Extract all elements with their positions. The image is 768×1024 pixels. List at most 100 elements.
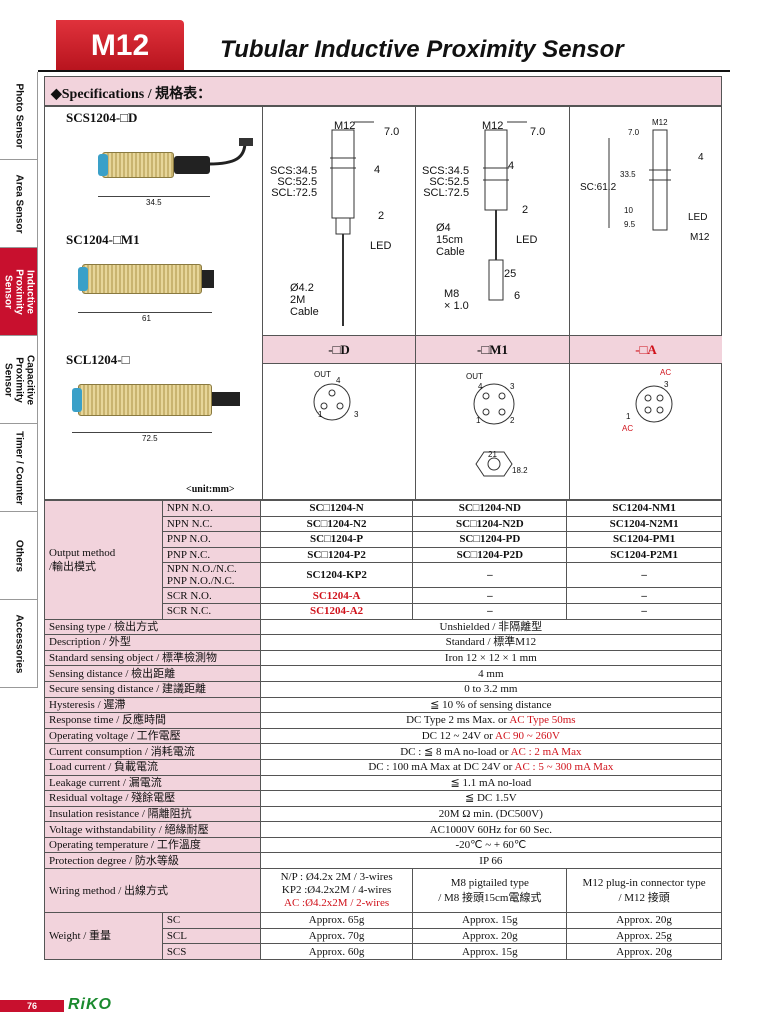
spec-value: ≦ 1.1 mA no-load bbox=[259, 774, 723, 792]
spec-value: DC : ≦ 8 mA no-load or AC : 2 mA Max bbox=[259, 743, 723, 760]
unit-label: <unit:mm> bbox=[186, 484, 235, 495]
hex-height-m1: 18.2 bbox=[512, 466, 528, 475]
table-row: NPN N.O./N.C. PNP N.O./N.C. SC1204-KP2 –… bbox=[45, 562, 722, 589]
pin-4-m1: 4 bbox=[478, 382, 483, 391]
weight-label: Weight / 重量 bbox=[44, 912, 163, 960]
pin-4-d: 4 bbox=[336, 376, 341, 385]
table-row: PNP N.O. SC□1204-P SC□1204-PD SC1204-PM1 bbox=[45, 531, 722, 548]
sensor-connector-sc bbox=[202, 270, 214, 288]
cable-icon bbox=[208, 138, 253, 166]
drawing-grid: -□D -□M1 -□A bbox=[44, 106, 722, 500]
spec-value: 0 to 3.2 mm bbox=[259, 680, 723, 698]
table-row: Leakage current / 漏電流≦ 1.1 mA no-load bbox=[44, 774, 723, 792]
model-label-sc: SC1204-□M1 bbox=[66, 232, 140, 247]
connector-header-d: -□D bbox=[263, 336, 416, 364]
spec-label: Voltage withstandability / 絕緣耐壓 bbox=[44, 821, 261, 838]
output-type: PNP N.C. bbox=[161, 546, 261, 564]
side-tab-photo-sensor[interactable]: Photo Sensor bbox=[0, 72, 38, 160]
side-tab-accessories[interactable]: Accessories bbox=[0, 600, 38, 688]
output-cell: – bbox=[566, 602, 722, 620]
side-tab-inductive[interactable]: Inductive Proximity Sensor bbox=[0, 248, 38, 336]
side-tab-others[interactable]: Others bbox=[0, 512, 38, 600]
side-tab-area-sensor[interactable]: Area Sensor bbox=[0, 160, 38, 248]
hex-width-m1: 21 bbox=[488, 450, 497, 459]
table-row: SCS Approx. 60g Approx. 15g Approx. 20g bbox=[45, 943, 722, 960]
spec-value: ≦ 10 % of sensing distance bbox=[259, 696, 723, 714]
pin-ac-bottom: AC bbox=[622, 424, 634, 433]
table-row: SCL Approx. 70g Approx. 20g Approx. 25g bbox=[45, 927, 722, 945]
output-cell: SC1204-KP2 bbox=[259, 562, 414, 589]
pin-diagram-d-icon bbox=[313, 383, 351, 421]
dim-9-a: 9.5 bbox=[624, 220, 636, 229]
spec-label: Standard sensing object / 標準檢測物 bbox=[44, 649, 261, 667]
spec-label: Load current / 負載電流 bbox=[44, 758, 261, 776]
side-tab-timer-counter[interactable]: Timer / Counter bbox=[0, 424, 38, 512]
spec-table: Output method /輸出模式 NPN N.O. SC□1204-N S… bbox=[44, 500, 723, 960]
connector-header-m1: -□M1 bbox=[416, 336, 570, 364]
dim-m12-a: M12 bbox=[652, 118, 668, 127]
page-title: Tubular Inductive Proximity Sensor bbox=[220, 36, 624, 63]
weight-cell: Approx. 65g bbox=[259, 912, 414, 929]
table-row: Output method /輸出模式 NPN N.O. SC□1204-N S… bbox=[44, 500, 722, 620]
dim-lengths-m1: SCS:34.5 SC:52.5 SCL:72.5 bbox=[422, 165, 470, 199]
output-cell: SC□1204-N2D bbox=[412, 515, 568, 533]
connector-header-a: -□A bbox=[570, 336, 722, 364]
spec-frame: ◆Specifications / 規格表： bbox=[44, 76, 722, 106]
output-type: PNP N.O. bbox=[161, 531, 261, 548]
table-row: NPN N.C. SC□1204-N2 SC□1204-N2D SC1204-N… bbox=[45, 515, 722, 533]
spec-value: Standard / 標準M12 bbox=[259, 634, 723, 651]
drawing-m1 bbox=[416, 107, 570, 336]
spec-value: 4 mm bbox=[259, 665, 723, 682]
led-label-a: LED bbox=[688, 212, 708, 223]
dim-lengths-d: SCS:34.5 SC:52.5 SCL:72.5 bbox=[270, 165, 318, 199]
dim-6-m1: 6 bbox=[514, 290, 521, 302]
dim-33-a: 33.5 bbox=[620, 170, 636, 179]
pin-1-m1: 1 bbox=[476, 416, 481, 425]
spec-value: Unshielded / 非隔離型 bbox=[259, 618, 723, 636]
spec-label: Operating voltage / 工作電壓 bbox=[44, 727, 261, 745]
weight-cell: Approx. 25g bbox=[566, 927, 722, 945]
model-length-scl: 72.5 bbox=[142, 434, 158, 443]
dim-4-m1: 4 bbox=[508, 160, 515, 172]
output-type: NPN N.O. bbox=[161, 500, 261, 517]
wiring-m12: M12 plug-in connector type / M12 接頭 bbox=[566, 868, 722, 914]
output-cell: SC□1204-P bbox=[259, 531, 414, 548]
model-label-scl: SCL1204-□ bbox=[66, 352, 130, 367]
cable-label-m1: Ø4 15cm Cable bbox=[436, 222, 465, 258]
drawing-a bbox=[570, 107, 722, 336]
spec-label: Sensing type / 檢出方式 bbox=[44, 618, 261, 636]
pin-diagram-a-icon bbox=[635, 385, 673, 423]
spec-value: DC : 100 mA Max at DC 24V or AC : 5 ~ 30… bbox=[259, 758, 723, 776]
pin-out-m1: OUT bbox=[466, 372, 483, 381]
dim-width-a: 7.0 bbox=[628, 128, 640, 137]
output-cell: SC□1204-N bbox=[259, 500, 414, 517]
pin-3-m1: 3 bbox=[510, 382, 515, 391]
weight-cell: Approx. 60g bbox=[259, 943, 414, 960]
model-label-scs: SCS1204-□D bbox=[66, 110, 138, 125]
side-tab-capacitive[interactable]: Capacitive Proximity Sensor bbox=[0, 336, 38, 424]
model-length-sc: 61 bbox=[142, 314, 151, 323]
dim-m12-m1: M12 bbox=[482, 120, 504, 132]
dim-2-m1: 2 bbox=[522, 204, 529, 216]
pin-out-d: OUT bbox=[314, 370, 331, 379]
spec-value: AC1000V 60Hz for 60 Sec. bbox=[259, 821, 723, 838]
dimension-drawing-d bbox=[330, 121, 374, 326]
pin-diagram-m1-icon bbox=[473, 383, 515, 477]
weight-type: SCL bbox=[161, 927, 261, 945]
dim-m12-d: M12 bbox=[334, 120, 356, 132]
spec-label: Insulation resistance / 隔離阻抗 bbox=[44, 805, 261, 823]
weight-cell: Approx. 20g bbox=[566, 912, 722, 929]
led-label-d: LED bbox=[370, 240, 392, 252]
table-row: SCR N.C. SC1204-A2 – – bbox=[45, 602, 722, 620]
page-number: 76 bbox=[0, 1000, 64, 1012]
output-cell: SC1204-A2 bbox=[259, 602, 414, 620]
output-cell: SC□1204-PD bbox=[412, 531, 568, 548]
dim-width-d: 7.0 bbox=[384, 126, 400, 138]
